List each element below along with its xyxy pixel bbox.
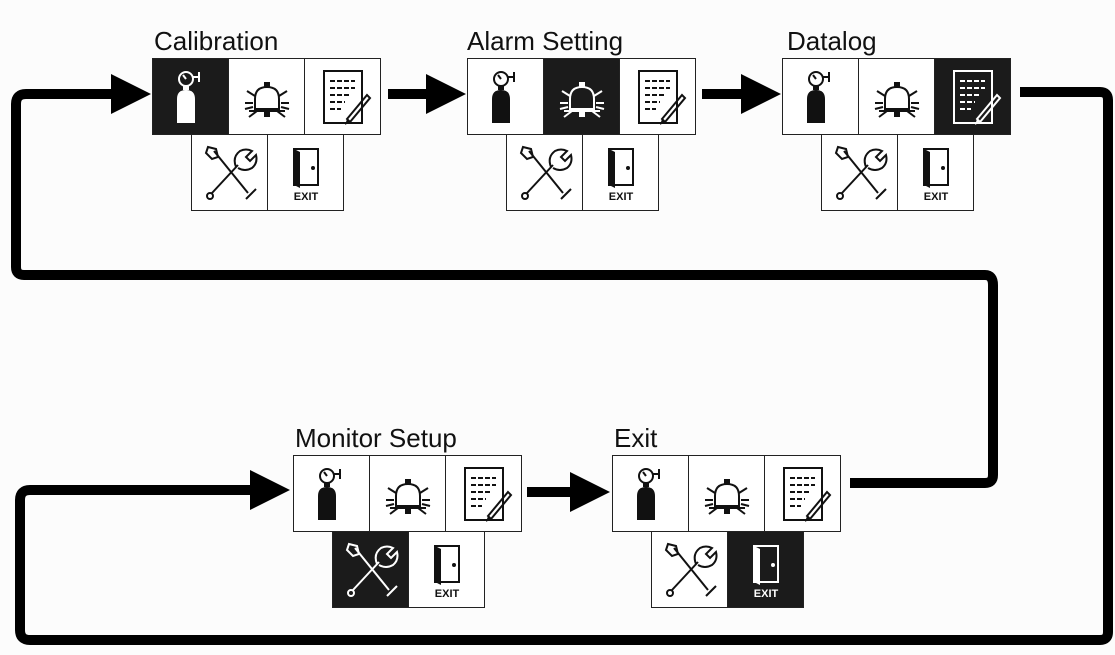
exit-label: EXIT (753, 588, 778, 600)
gas-cylinder-icon (806, 70, 830, 123)
menu-cell-exit: EXIT (267, 134, 344, 211)
menu-row-top (612, 455, 841, 532)
menu-row-bottom: EXIT (651, 531, 804, 608)
menu-row-top (782, 58, 1011, 135)
menu-row-top (152, 58, 381, 135)
menu-cell-alarm (228, 58, 305, 135)
exit-door-icon: EXIT (922, 147, 949, 203)
menu-cell-calibration (612, 455, 689, 532)
tools-icon (345, 542, 398, 597)
stage-datalog: Datalog E (782, 28, 1017, 228)
alarm-bell-icon (704, 478, 749, 515)
menu-cell-setup (506, 134, 583, 211)
return-path-loop-to-calibration (11, 74, 998, 488)
menu-cell-exit: EXIT (897, 134, 974, 211)
tools-icon (834, 145, 887, 200)
menu-cell-datalog (619, 58, 696, 135)
menu-cell-datalog (934, 58, 1011, 135)
stage-exit: Exit EXIT (612, 425, 847, 625)
alarm-bell-icon (559, 81, 604, 118)
tools-icon (204, 145, 257, 200)
menu-cell-alarm (543, 58, 620, 135)
menu-row-bottom: EXIT (332, 531, 485, 608)
exit-label: EXIT (293, 191, 318, 203)
menu-cell-datalog (445, 455, 522, 532)
menu-cell-setup (651, 531, 728, 608)
menu-cell-calibration (152, 58, 229, 135)
menu-cell-alarm (369, 455, 446, 532)
datalog-document-icon (463, 466, 512, 522)
datalog-document-icon (637, 69, 686, 125)
menu-cell-calibration (293, 455, 370, 532)
menu-cell-datalog (764, 455, 841, 532)
stage-title: Calibration (154, 26, 279, 56)
menu-cell-alarm (688, 455, 765, 532)
menu-cell-datalog (304, 58, 381, 135)
alarm-bell-icon (244, 81, 289, 118)
datalog-document-icon (952, 69, 1001, 125)
stage-title: Exit (614, 423, 658, 453)
menu-row-bottom: EXIT (506, 134, 659, 211)
menu-row-top (467, 58, 696, 135)
stage-calibration: Calibration (152, 28, 387, 228)
exit-label: EXIT (608, 191, 633, 203)
menu-cell-setup (332, 531, 409, 608)
exit-door-icon: EXIT (433, 544, 460, 600)
gas-cylinder-icon (176, 70, 200, 123)
menu-row-top (293, 455, 522, 532)
menu-row-bottom: EXIT (821, 134, 974, 211)
menu-row-bottom: EXIT (191, 134, 344, 211)
alarm-bell-icon (385, 478, 430, 515)
tools-icon (519, 145, 572, 200)
gas-cylinder-icon (317, 467, 341, 520)
stage-setup: Monitor Setup (293, 425, 528, 625)
return-path-datalog-to-exit (15, 87, 1113, 645)
tools-icon (664, 542, 717, 597)
exit-label: EXIT (434, 588, 459, 600)
stage-title: Monitor Setup (295, 423, 457, 453)
menu-cell-setup (191, 134, 268, 211)
exit-label: EXIT (923, 191, 948, 203)
exit-door-icon: EXIT (752, 544, 779, 600)
menu-cell-exit: EXIT (582, 134, 659, 211)
exit-door-icon: EXIT (292, 147, 319, 203)
alarm-bell-icon (874, 81, 919, 118)
menu-cell-calibration (467, 58, 544, 135)
stage-alarm: Alarm Setting (467, 28, 702, 228)
menu-cell-calibration (782, 58, 859, 135)
menu-cell-setup (821, 134, 898, 211)
gas-cylinder-icon (636, 467, 660, 520)
menu-cell-alarm (858, 58, 935, 135)
stage-title: Datalog (787, 26, 877, 56)
datalog-document-icon (322, 69, 371, 125)
exit-door-icon: EXIT (607, 147, 634, 203)
datalog-document-icon (782, 466, 831, 522)
stage-title: Alarm Setting (467, 26, 624, 56)
gas-cylinder-icon (491, 70, 515, 123)
menu-cell-exit: EXIT (408, 531, 485, 608)
menu-cell-exit: EXIT (727, 531, 804, 608)
